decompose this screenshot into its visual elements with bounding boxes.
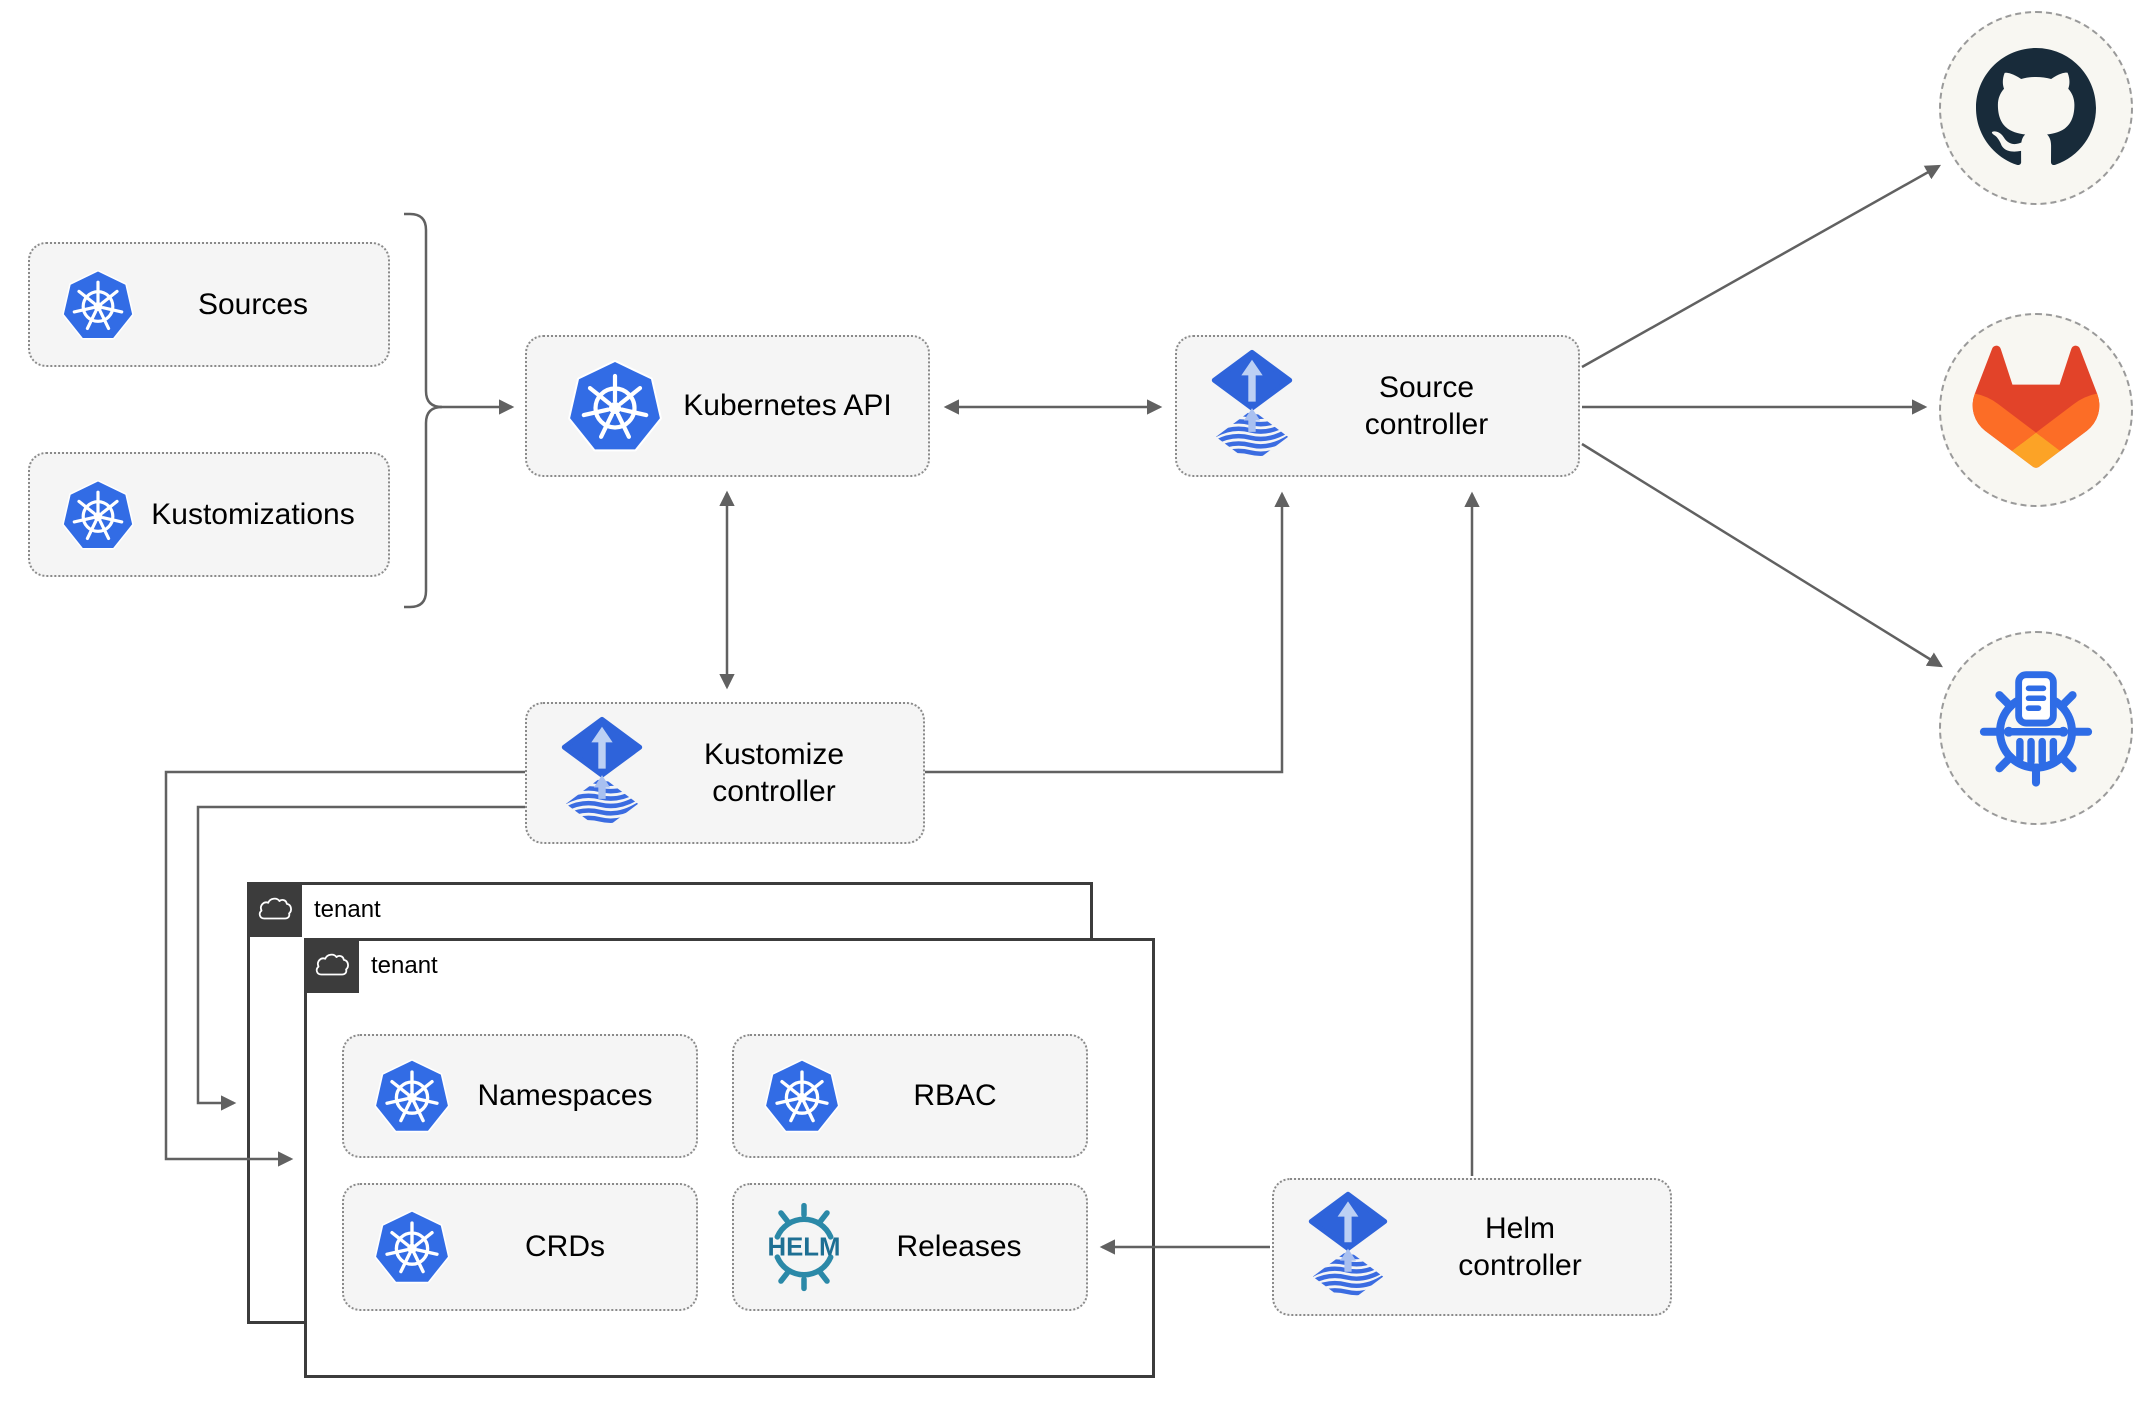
node-label: Releases xyxy=(896,1230,1022,1264)
tenant-back-label: tenant xyxy=(314,895,381,923)
github-icon xyxy=(1976,48,2096,168)
node-sources: Sources xyxy=(28,242,390,367)
helm-icon: HELM xyxy=(758,1201,850,1293)
kubernetes-icon xyxy=(60,477,136,553)
tenant-front-header xyxy=(304,938,359,993)
node-label: Helm controller xyxy=(1458,1211,1582,1283)
tenant-front-label: tenant xyxy=(371,951,438,979)
external-github xyxy=(1939,11,2133,205)
edge-bracket-sources xyxy=(404,212,443,609)
chartmuseum-icon xyxy=(1974,666,2098,790)
node-rbac: RBAC xyxy=(732,1034,1088,1158)
edge-source-controller-to-chartmuseum xyxy=(1581,442,1943,668)
kubernetes-icon xyxy=(372,1207,452,1287)
cloud-icon xyxy=(314,952,350,979)
node-kubernetes-api: Kubernetes API xyxy=(525,335,930,477)
node-crds: CRDs xyxy=(342,1183,698,1311)
flux-icon xyxy=(1211,349,1293,464)
node-label: Source controller xyxy=(1364,370,1489,442)
gitlab-icon xyxy=(1970,344,2102,476)
helm-logo-text: HELM xyxy=(768,1233,841,1261)
kubernetes-icon xyxy=(565,356,665,456)
node-kustomizations: Kustomizations xyxy=(28,452,390,577)
node-kustomize-controller: Kustomize controller xyxy=(525,702,925,844)
flux-icon xyxy=(561,716,643,831)
tenant-back-header xyxy=(247,882,302,937)
node-label: Namespaces xyxy=(477,1079,653,1113)
node-helm-controller: Helm controller xyxy=(1272,1178,1672,1316)
node-namespaces: Namespaces xyxy=(342,1034,698,1158)
cloud-icon xyxy=(257,896,293,923)
node-label: Kustomizations xyxy=(151,497,355,531)
edge-kustomize-to-source-controller xyxy=(925,491,1290,774)
node-source-controller: Source controller xyxy=(1175,335,1580,477)
kubernetes-icon xyxy=(762,1056,842,1136)
external-gitlab xyxy=(1939,313,2133,507)
node-label: Sources xyxy=(197,287,309,321)
node-releases: HELM Releases xyxy=(732,1183,1088,1311)
edge-source-controller-to-github xyxy=(1581,164,1942,369)
node-label: Kubernetes API xyxy=(683,389,892,423)
kubernetes-icon xyxy=(60,267,136,343)
node-label: Kustomize controller xyxy=(703,737,845,809)
node-label: RBAC xyxy=(913,1079,997,1113)
flux-icon xyxy=(1308,1191,1388,1303)
node-label: CRDs xyxy=(525,1230,605,1264)
kubernetes-icon xyxy=(372,1056,452,1136)
external-chartmuseum xyxy=(1939,631,2133,825)
tenant-group-front: tenant Namespaces RBAC CRDs xyxy=(304,938,1155,1378)
